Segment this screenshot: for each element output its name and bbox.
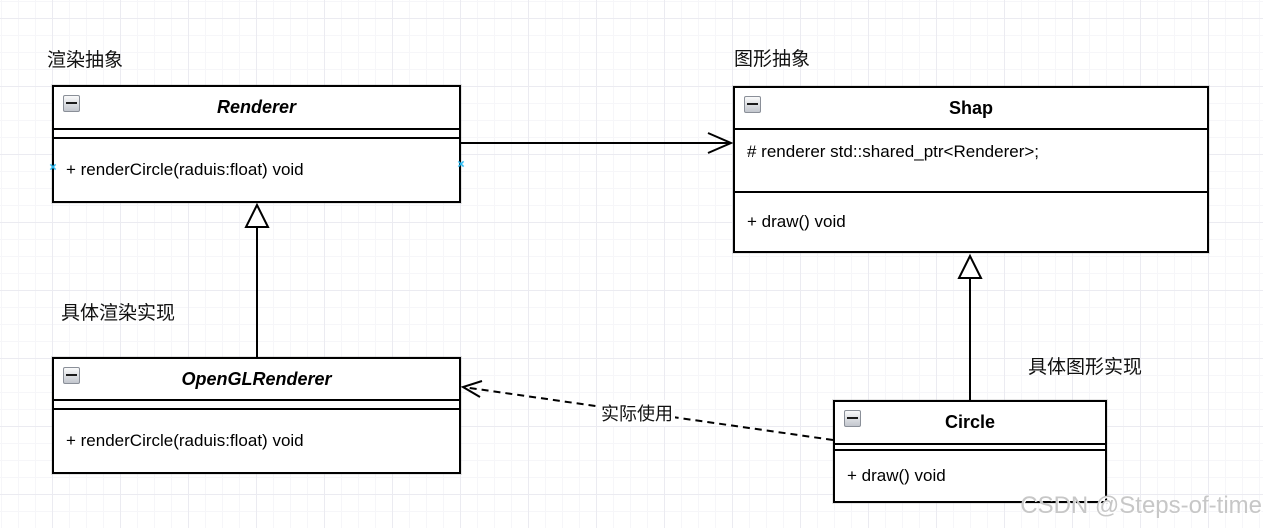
class-renderer[interactable]: Renderer + renderCircle(raduis:float) vo…	[52, 85, 461, 203]
methods-compartment: + renderCircle(raduis:float) void	[54, 410, 459, 472]
class-circle-header: Circle	[835, 402, 1105, 445]
edge-label-actual-use[interactable]: 实际使用	[599, 400, 675, 426]
method-item: + draw() void	[747, 212, 846, 231]
class-title: Shap	[948, 97, 993, 118]
connection-point-icon: ×	[457, 157, 465, 171]
attribute-item: # renderer std::shared_ptr<Renderer>;	[747, 142, 1040, 161]
collapse-icon[interactable]	[63, 367, 80, 384]
collapse-icon[interactable]	[63, 95, 80, 112]
attributes-compartment	[54, 401, 459, 410]
class-shap-header: Shap	[735, 88, 1207, 130]
attributes-compartment	[54, 130, 459, 139]
method-item: + renderCircle(raduis:float) void	[66, 160, 304, 179]
edge-circle-generalization[interactable]	[957, 253, 983, 400]
method-item: + draw() void	[847, 466, 946, 485]
class-opengl-renderer[interactable]: OpenGLRenderer + renderCircle(raduis:flo…	[52, 357, 461, 474]
class-title: Renderer	[216, 97, 297, 117]
class-circle[interactable]: Circle + draw() void	[833, 400, 1107, 503]
methods-compartment: + renderCircle(raduis:float) void	[54, 139, 459, 201]
label-render-abstraction[interactable]: 渲染抽象	[47, 50, 124, 71]
connection-point-icon: ×	[49, 160, 57, 174]
class-renderer-header: Renderer	[54, 87, 459, 130]
edge-opengl-generalization[interactable]	[244, 202, 270, 357]
class-opengl-renderer-header: OpenGLRenderer	[54, 359, 459, 401]
label-concrete-shape-impl[interactable]: 具体图形实现	[1028, 357, 1143, 378]
attributes-compartment: # renderer std::shared_ptr<Renderer>;	[735, 130, 1207, 193]
label-concrete-render-impl[interactable]: 具体渲染实现	[61, 303, 176, 324]
attributes-compartment	[835, 445, 1105, 451]
class-title: OpenGLRenderer	[181, 368, 332, 389]
methods-compartment: + draw() void	[835, 451, 1105, 501]
methods-compartment: + draw() void	[735, 193, 1207, 251]
edge-renderer-to-shap[interactable]	[461, 132, 734, 154]
class-title: Circle	[944, 412, 996, 432]
collapse-icon[interactable]	[744, 96, 761, 113]
label-shape-abstraction[interactable]: 图形抽象	[734, 49, 811, 70]
class-shap[interactable]: Shap # renderer std::shared_ptr<Renderer…	[733, 86, 1209, 253]
watermark: CSDN @Steps-of-time	[1020, 492, 1262, 519]
method-item: + renderCircle(raduis:float) void	[66, 431, 304, 450]
collapse-icon[interactable]	[844, 410, 861, 427]
